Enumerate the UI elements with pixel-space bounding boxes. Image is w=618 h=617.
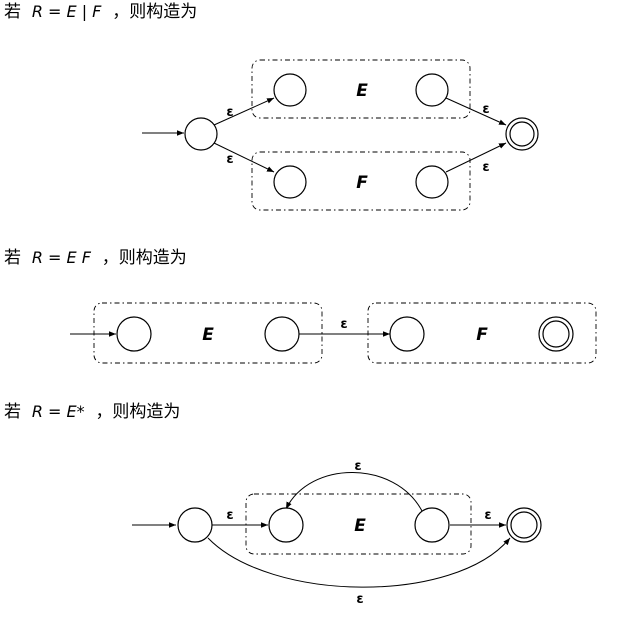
caption-union-suffix: ，则构造为: [112, 2, 198, 22]
union-f-entry-state: [273, 165, 307, 199]
union-edge-f-accept: [445, 142, 507, 173]
caption-union: 若 R = E | F ，则构造为: [4, 2, 197, 22]
union-e-entry-state: [273, 73, 307, 107]
union-label-e: E: [356, 81, 368, 101]
star-e-entry-state: [268, 507, 304, 543]
star-diagram: E ε ε ε ε: [132, 459, 542, 607]
concat-accept-state-inner: [542, 320, 570, 348]
concat-box-f: [367, 302, 597, 364]
union-eps-4: ε: [482, 160, 489, 175]
concat-f-entry-state: [389, 316, 425, 352]
union-edge-start-f: [213, 142, 275, 173]
concat-e-entry-state: [116, 316, 152, 352]
concat-label-f: F: [476, 325, 488, 345]
star-box-e: [245, 493, 472, 555]
star-e-exit-state: [414, 507, 450, 543]
union-edge-start-e: [213, 97, 275, 126]
union-box-f: [251, 151, 471, 211]
union-eps-2: ε: [226, 152, 233, 167]
star-accept-state-inner: [510, 511, 538, 539]
caption-concat: 若 R = E F ，则构造为: [4, 248, 187, 268]
caption-star-expr: R = E*: [31, 402, 85, 421]
concat-eps: ε: [340, 317, 347, 332]
caption-star-suffix: ，则构造为: [95, 402, 181, 422]
union-f-exit-state: [415, 165, 449, 199]
caption-concat-expr: R = E F: [31, 248, 91, 267]
star-eps-skip: ε: [356, 592, 363, 607]
star-eps-in: ε: [226, 508, 233, 523]
caption-star-prefix: 若: [4, 402, 21, 422]
caption-union-expr: R = E | F: [31, 2, 102, 21]
caption-union-prefix: 若: [4, 2, 21, 22]
caption-concat-suffix: ，则构造为: [101, 248, 187, 268]
union-start-state: [184, 117, 218, 151]
union-eps-3: ε: [482, 102, 489, 117]
caption-concat-prefix: 若: [4, 248, 21, 268]
union-box-e: [251, 59, 471, 119]
star-eps-loop: ε: [354, 459, 361, 474]
union-edge-e-accept: [445, 97, 507, 126]
star-skip-edge: [207, 537, 511, 588]
union-label-f: F: [356, 173, 368, 193]
star-loop-back-edge: [285, 472, 423, 512]
concat-label-e: E: [202, 325, 214, 345]
concat-diagram: E F ε: [70, 302, 597, 364]
star-label-e: E: [354, 516, 366, 536]
union-eps-1: ε: [226, 105, 233, 120]
concat-box-e: [93, 302, 323, 364]
union-e-exit-state: [415, 73, 449, 107]
union-diagram: E F ε ε ε ε: [142, 59, 539, 211]
star-start-state: [177, 507, 213, 543]
union-accept-state-inner: [509, 121, 535, 147]
star-eps-out: ε: [484, 508, 491, 523]
concat-e-exit-state: [264, 316, 300, 352]
caption-star: 若 R = E* ，则构造为: [4, 402, 180, 422]
